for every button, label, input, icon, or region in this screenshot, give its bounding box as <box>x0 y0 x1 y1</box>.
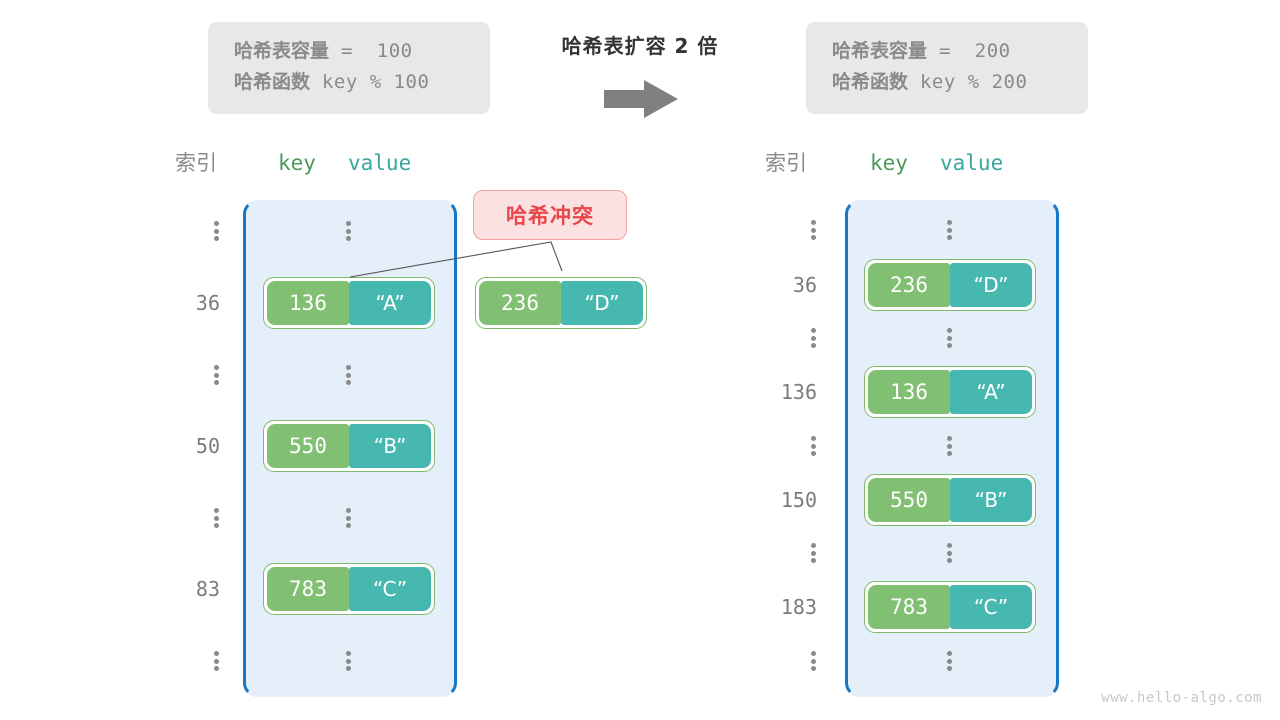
function-label-before: 哈希函数 <box>234 70 311 93</box>
overflow-key-cell: 236 <box>479 281 561 325</box>
key-cell-after-183: 783 <box>868 585 950 629</box>
row-ellipsis-cell-after-2 <box>947 328 953 348</box>
column-headers-left: 索引 key value <box>170 148 470 178</box>
row-ellipsis-cell-after-4 <box>947 436 953 456</box>
row-index-before-83: 83 <box>195 577 220 601</box>
row-ellipsis-index-after-0 <box>811 220 817 240</box>
capacity-expr-before: = 100 <box>329 40 413 62</box>
key-cell-after-150: 550 <box>868 478 950 522</box>
header-index-left: 索引 <box>175 151 217 175</box>
row-ellipsis-index-before-2 <box>214 365 220 385</box>
hash-config-before: 哈希表容量 = 100 哈希函数 key % 100 <box>208 22 490 114</box>
column-headers-right: 索引 key value <box>760 148 1060 178</box>
key-cell-before-83: 783 <box>267 567 349 611</box>
value-cell-before-83: “C” <box>349 567 431 611</box>
row-ellipsis-cell-after-8 <box>947 651 953 671</box>
header-key-right: key <box>870 151 908 175</box>
row-index-before-50: 50 <box>195 434 220 458</box>
collision-leader-lines <box>349 241 563 278</box>
value-cell-after-150: “B” <box>950 478 1032 522</box>
capacity-line-after: 哈希表容量 = 200 <box>832 36 1062 67</box>
key-cell-after-36: 236 <box>868 263 950 307</box>
overflow-entry-pair[interactable]: 236 “D” <box>475 277 647 329</box>
entry-pair-after-150[interactable]: 550“B” <box>864 474 1036 526</box>
value-cell-after-36: “D” <box>950 263 1032 307</box>
key-cell-before-50: 550 <box>267 424 349 468</box>
key-cell-after-136: 136 <box>868 370 950 414</box>
watermark: www.hello-algo.com <box>1101 690 1262 706</box>
row-ellipsis-cell-before-2 <box>346 365 352 385</box>
function-line-after: 哈希函数 key % 200 <box>832 67 1062 98</box>
header-index-right: 索引 <box>765 151 807 175</box>
header-key-left: key <box>278 151 316 175</box>
key-cell-before-36: 136 <box>267 281 349 325</box>
value-cell-before-50: “B” <box>349 424 431 468</box>
capacity-label-after: 哈希表容量 <box>832 40 928 62</box>
page-title: 哈希表扩容 2 倍 <box>561 34 719 58</box>
row-index-after-183: 183 <box>780 595 817 619</box>
header-value-right: value <box>940 151 1004 175</box>
row-ellipsis-index-after-6 <box>811 543 817 563</box>
capacity-line-before: 哈希表容量 = 100 <box>234 36 464 67</box>
row-ellipsis-index-after-8 <box>811 651 817 671</box>
capacity-label-before: 哈希表容量 <box>234 40 330 62</box>
row-ellipsis-index-after-4 <box>811 436 817 456</box>
row-ellipsis-cell-after-6 <box>947 543 953 563</box>
collision-badge: 哈希冲突 <box>473 190 627 240</box>
row-ellipsis-cell-before-4 <box>346 508 352 528</box>
entry-pair-after-36[interactable]: 236“D” <box>864 259 1036 311</box>
row-ellipsis-cell-before-0 <box>346 221 352 241</box>
right-arrow-icon <box>604 80 678 118</box>
overflow-value-cell: “D” <box>561 281 643 325</box>
row-ellipsis-index-before-4 <box>214 508 220 528</box>
row-ellipsis-cell-after-0 <box>947 220 953 240</box>
row-ellipsis-index-before-0 <box>214 221 220 241</box>
entry-pair-after-183[interactable]: 783“C” <box>864 581 1036 633</box>
value-cell-before-36: “A” <box>349 281 431 325</box>
entry-pair-before-50[interactable]: 550“B” <box>263 420 435 472</box>
function-label-after: 哈希函数 <box>832 70 909 93</box>
row-index-after-36: 36 <box>792 273 817 297</box>
function-line-before: 哈希函数 key % 100 <box>234 67 464 98</box>
row-ellipsis-index-after-2 <box>811 328 817 348</box>
entry-pair-before-36[interactable]: 136“A” <box>263 277 435 329</box>
function-expr-before: key % 100 <box>310 70 430 93</box>
capacity-expr-after: = 200 <box>927 40 1011 62</box>
hash-config-after: 哈希表容量 = 200 哈希函数 key % 200 <box>806 22 1088 114</box>
entry-pair-after-136[interactable]: 136“A” <box>864 366 1036 418</box>
function-expr-after: key % 200 <box>908 70 1028 93</box>
row-index-before-36: 36 <box>195 291 220 315</box>
row-ellipsis-index-before-6 <box>214 651 220 671</box>
value-cell-after-183: “C” <box>950 585 1032 629</box>
row-index-after-150: 150 <box>780 488 817 512</box>
header-value-left: value <box>348 151 412 175</box>
value-cell-after-136: “A” <box>950 370 1032 414</box>
entry-pair-before-83[interactable]: 783“C” <box>263 563 435 615</box>
row-ellipsis-cell-before-6 <box>346 651 352 671</box>
row-index-after-136: 136 <box>780 380 817 404</box>
